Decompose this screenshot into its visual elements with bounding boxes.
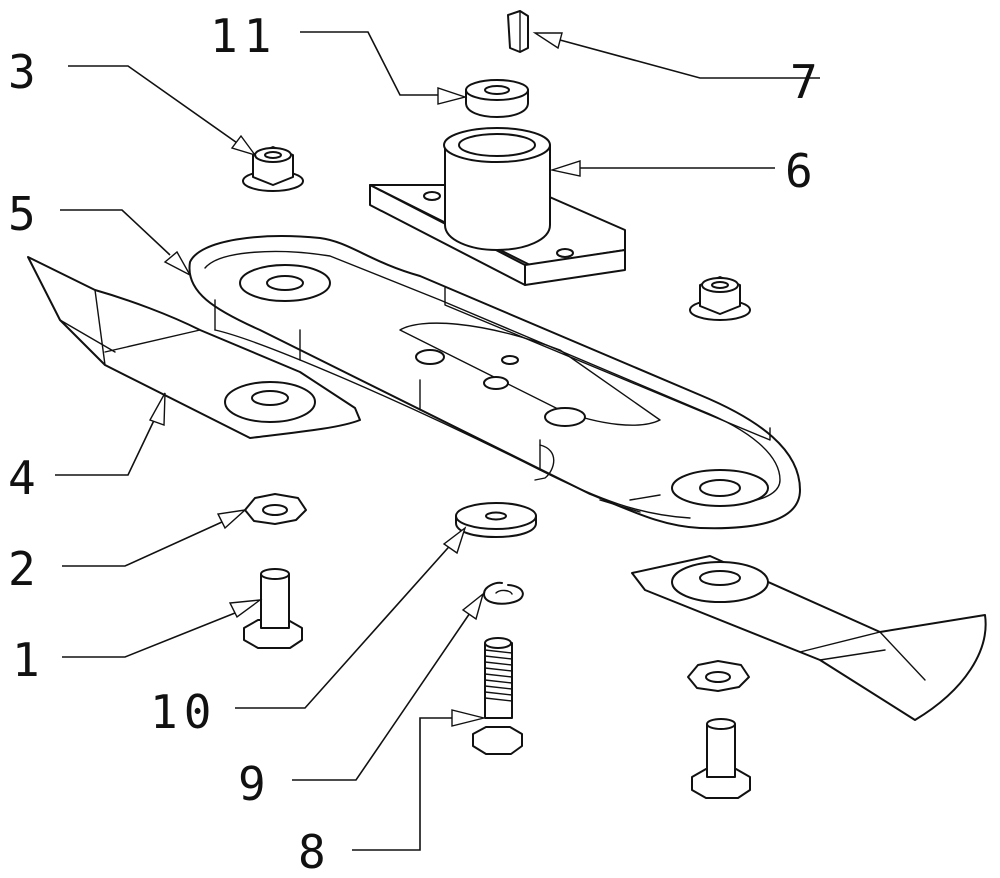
flat-washer-part — [455, 502, 537, 538]
callout-11: 11 — [210, 9, 277, 63]
callout-8: 8 — [298, 825, 332, 878]
split-washer-part — [483, 581, 524, 605]
callout-2: 2 — [8, 542, 42, 596]
lock-washer-part — [244, 493, 307, 525]
lock-washer-part-2 — [687, 660, 750, 692]
callout-4: 4 — [8, 451, 42, 505]
callout-9: 9 — [238, 757, 272, 811]
hub-adapter-part — [369, 127, 626, 286]
key-part — [507, 10, 529, 53]
callout-10: 10 — [150, 685, 217, 739]
callout-6: 6 — [785, 144, 819, 198]
leader-lines — [55, 31, 820, 851]
stud-bolt-part-2 — [691, 718, 751, 799]
flange-nut-part-2 — [689, 276, 751, 321]
callout-5: 5 — [8, 187, 42, 241]
hex-bolt-part — [472, 637, 523, 755]
callout-3: 3 — [8, 45, 42, 99]
callout-7: 7 — [790, 55, 824, 109]
flange-nut-part — [242, 146, 304, 192]
callout-labels: 3 11 7 6 5 4 2 1 10 9 8 — [8, 9, 824, 878]
stud-bolt-part — [243, 568, 303, 649]
callout-1: 1 — [12, 633, 46, 687]
blade-part — [27, 256, 361, 439]
blade-part-2 — [631, 555, 987, 721]
spacer-part — [465, 79, 529, 118]
blade-carrier-part — [188, 235, 801, 530]
